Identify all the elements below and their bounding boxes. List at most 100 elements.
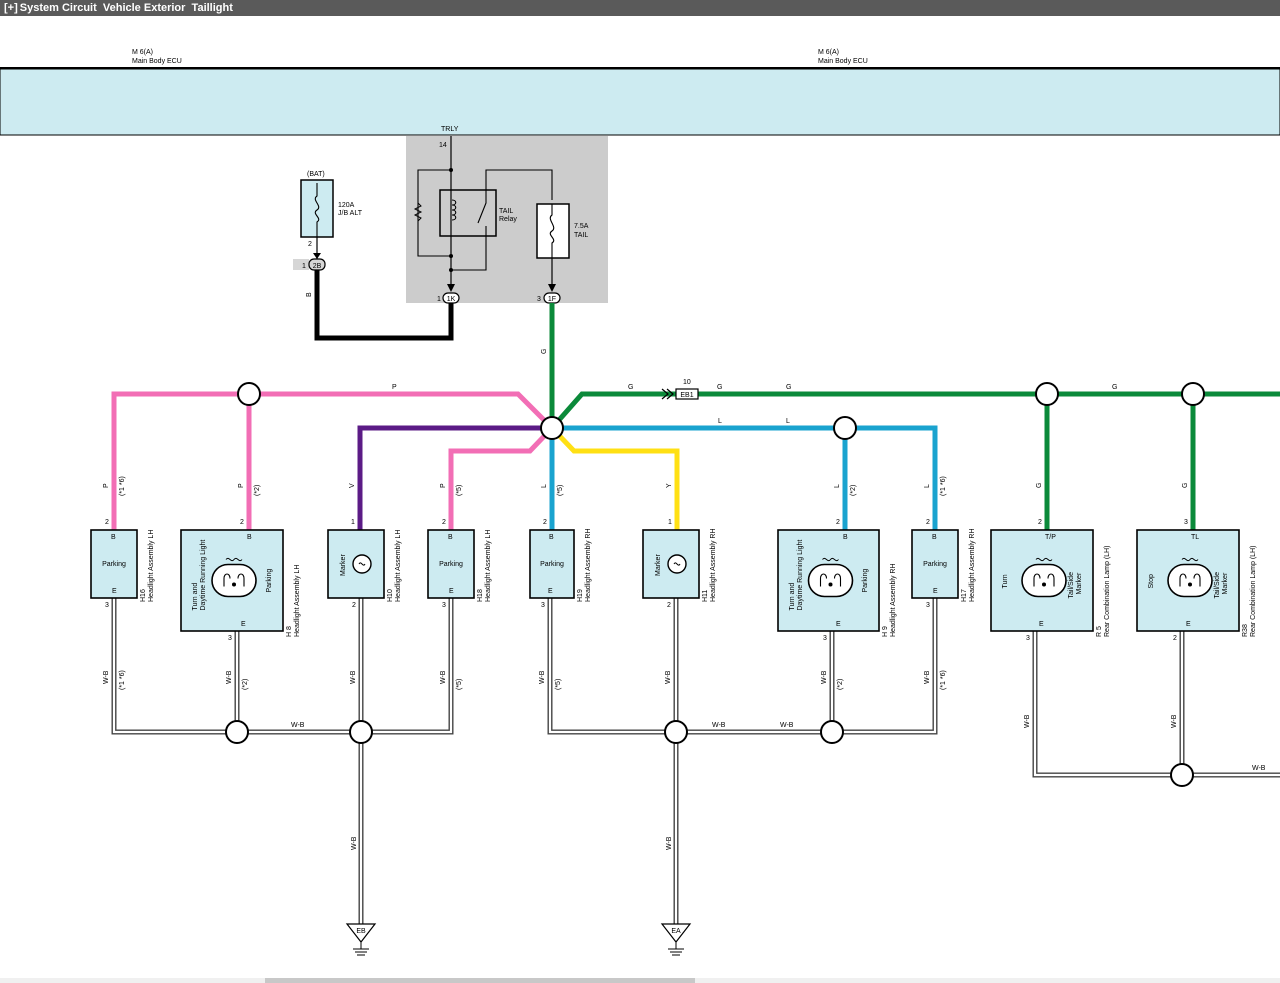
top-wire-label: G bbox=[1036, 483, 1043, 488]
wiring-diagram: M 6(A) Main Body ECU M 6(A) Main Body EC… bbox=[0, 49, 1280, 956]
top-wire-label: V bbox=[349, 483, 356, 488]
top-terminal: T/P bbox=[1045, 534, 1056, 541]
splice-l bbox=[833, 416, 857, 440]
bottom-pin: 2 bbox=[667, 602, 671, 609]
bottom-pin: 3 bbox=[228, 635, 232, 642]
ground-ea: W-B EA bbox=[660, 836, 692, 956]
title-bar: [+]System Circuit Vehicle Exterior Taill… bbox=[0, 0, 1280, 16]
bat-label: (BAT) bbox=[307, 171, 325, 178]
top-pin: 2 bbox=[240, 519, 244, 526]
component-code: H18 bbox=[477, 589, 484, 602]
wire-y-h11 bbox=[550, 426, 680, 530]
bottom-wire-note: (*5) bbox=[456, 679, 463, 690]
bottom-terminal: E bbox=[1186, 621, 1191, 628]
bottom-wire-label: W-B bbox=[821, 670, 828, 684]
main-body-ecu: M 6(A) Main Body ECU M 6(A) Main Body EC… bbox=[0, 49, 1280, 136]
top-wire-label: L bbox=[541, 484, 548, 488]
bottom-wire-label: W-B bbox=[665, 670, 672, 684]
component-name: Headlight Assembly RH bbox=[969, 528, 976, 602]
inner-right-label: Parking bbox=[862, 569, 869, 593]
ground-wires bbox=[111, 598, 1280, 924]
bat-wire: B bbox=[306, 292, 313, 297]
tail-relay-block: TRLY 14 TAIL Relay 7.5A TAIL 1K 1 1F 3 bbox=[406, 126, 608, 304]
label-l-b: L bbox=[786, 418, 790, 425]
component-name: Rear Combination Lamp (LH) bbox=[1104, 546, 1111, 637]
bottom-wire-note: (*2) bbox=[837, 679, 844, 690]
scrollbar-thumb[interactable] bbox=[265, 978, 695, 983]
top-terminal: B bbox=[843, 534, 848, 541]
inner-left-label: Turn and bbox=[192, 583, 199, 611]
ground-ea-wire: W-B bbox=[666, 836, 673, 850]
component-code: H17 bbox=[961, 589, 968, 602]
splice-wb1 bbox=[225, 720, 249, 744]
inner-label: Marker bbox=[655, 554, 662, 576]
top-terminal: B bbox=[549, 534, 554, 541]
bottom-wire-note: (*1 *6) bbox=[940, 670, 947, 690]
wire-v-h10 bbox=[357, 425, 552, 530]
wire-g-bus bbox=[550, 391, 1280, 430]
label-wb-left: W-B bbox=[291, 722, 305, 729]
inner-right-label-2: Marker bbox=[1222, 572, 1229, 594]
fuse-rating: 7.5A bbox=[574, 223, 589, 230]
bottom-terminal: E bbox=[836, 621, 841, 628]
label-g-b: G bbox=[786, 384, 791, 391]
ground-eb-wire: W-B bbox=[351, 836, 358, 850]
inner-left-label-2: Daytime Running Light bbox=[797, 540, 804, 611]
trly-pin: 14 bbox=[439, 142, 447, 149]
component-name: Headlight Assembly LH bbox=[395, 530, 402, 602]
label-wb-right-b: W-B bbox=[780, 722, 794, 729]
top-pin: 1 bbox=[668, 519, 672, 526]
inner-right-label: Tail/Side bbox=[1068, 572, 1075, 599]
inner-label: Marker bbox=[340, 554, 347, 576]
top-wire-label: L bbox=[834, 484, 841, 488]
wires bbox=[111, 270, 1280, 530]
horizontal-scrollbar[interactable] bbox=[0, 978, 1280, 983]
bat-pin: 2 bbox=[308, 241, 312, 248]
inner-label: Parking bbox=[923, 561, 947, 568]
bottom-pin: 3 bbox=[926, 602, 930, 609]
bottom-wire-label: W-B bbox=[539, 670, 546, 684]
bottom-pin: 2 bbox=[1173, 635, 1177, 642]
bottom-wire-note: (*2) bbox=[242, 679, 249, 690]
splice-wb5 bbox=[1170, 763, 1194, 787]
top-pin: 2 bbox=[1038, 519, 1042, 526]
ground-eb: W-B EB bbox=[345, 836, 377, 956]
component-code: R38 bbox=[1242, 624, 1249, 637]
component-code: R 5 bbox=[1096, 626, 1103, 637]
bottom-terminal: E bbox=[449, 588, 454, 595]
bottom-pin: 3 bbox=[541, 602, 545, 609]
relay-label-tail: TAIL bbox=[499, 208, 513, 215]
top-wire-note: (*5) bbox=[557, 485, 564, 496]
top-terminal: B bbox=[448, 534, 453, 541]
relay-label-relay: Relay bbox=[499, 216, 517, 223]
pin-1f-num: 3 bbox=[537, 296, 541, 303]
splice-wb2 bbox=[349, 720, 373, 744]
expand-toggle[interactable]: [+] bbox=[4, 2, 18, 14]
component-name: Rear Combination Lamp (LH) bbox=[1250, 546, 1257, 637]
top-pin: 2 bbox=[836, 519, 840, 526]
component-name: Headlight Assembly LH bbox=[485, 530, 492, 602]
bottom-wire-label: W-B bbox=[103, 670, 110, 684]
splice-p bbox=[237, 382, 261, 406]
label-l-a: L bbox=[718, 418, 722, 425]
top-wire-note: (*1 *6) bbox=[940, 476, 947, 496]
eb1-label: EB1 bbox=[680, 392, 693, 399]
top-wire-label: P bbox=[238, 483, 245, 488]
top-wire-label: Y bbox=[666, 483, 673, 488]
diagram-title: System Circuit Vehicle Exterior Tailligh… bbox=[19, 2, 233, 14]
eb1-connector: EB1 10 bbox=[661, 379, 699, 400]
top-pin: 1 bbox=[351, 519, 355, 526]
bottom-wire-label: W-B bbox=[350, 670, 357, 684]
wire-b-battery bbox=[314, 270, 454, 341]
component-code: H 8 bbox=[286, 626, 293, 637]
top-wire-note: (*5) bbox=[456, 485, 463, 496]
label-g-a: G bbox=[717, 384, 722, 391]
component-code: H11 bbox=[702, 590, 709, 602]
